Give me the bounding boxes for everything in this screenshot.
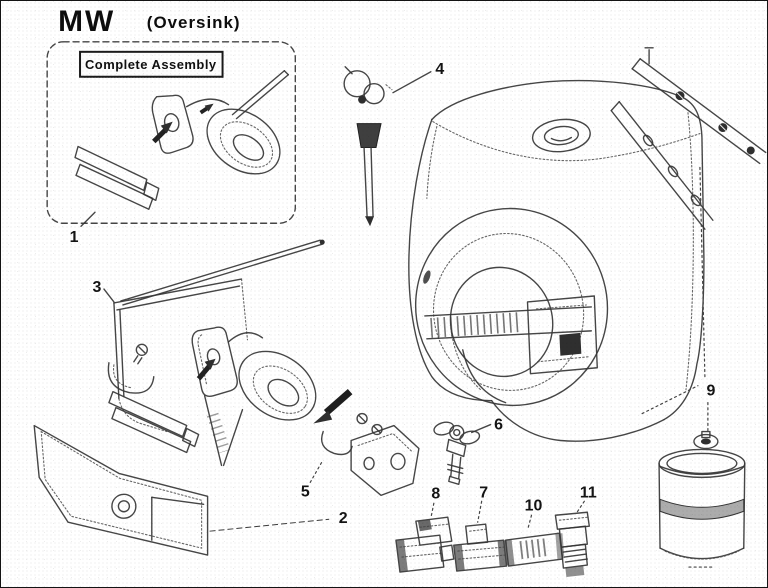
callout-3-leader	[103, 288, 115, 303]
callout-3: 3	[93, 279, 102, 296]
diagram-subtitle: (Oversink)	[147, 13, 241, 32]
callout-1: 1	[70, 229, 79, 246]
callout-8: 8	[431, 485, 440, 502]
callout-7-leader	[477, 500, 483, 523]
callout-4-leader	[392, 71, 432, 94]
callout-10: 10	[525, 497, 543, 514]
callout-4: 4	[435, 61, 444, 78]
wall-bracket-drawing	[610, 47, 767, 230]
callout-5: 5	[301, 483, 310, 500]
fitting-8-drawing: 8	[395, 485, 455, 573]
callout-7: 7	[479, 484, 488, 501]
complete-assembly-label-box	[79, 50, 224, 78]
fitting-7-drawing: 7	[453, 484, 509, 572]
fitting-10-drawing: 10	[504, 497, 565, 567]
canister-drawing: 9	[641, 166, 746, 568]
faucet-assembly-drawing: 3	[93, 239, 325, 467]
callout-1-leader	[80, 211, 96, 227]
callout-2-leader	[209, 518, 330, 532]
diagram-title: MW	[58, 5, 115, 38]
callout-6-leader	[471, 423, 492, 434]
complete-assembly-art	[74, 70, 290, 210]
callout-8-leader	[430, 502, 435, 519]
fitting-11-drawing: 11	[554, 484, 597, 578]
callout-2: 2	[339, 510, 348, 527]
direction-arrow	[323, 389, 353, 416]
callout-5-leader	[309, 460, 323, 483]
cover-panel-drawing: 2	[33, 424, 348, 556]
callout-6: 6	[494, 417, 503, 434]
callout-11: 11	[580, 484, 597, 501]
probe-drawing: 4	[343, 61, 444, 227]
bracket-drawing: 5	[301, 389, 420, 500]
tank-body-drawing	[408, 79, 705, 442]
valve-drawing: 6	[433, 417, 503, 486]
callout-10-leader	[526, 514, 533, 531]
complete-assembly-label: Complete Assembly	[85, 57, 217, 72]
callout-9: 9	[706, 383, 715, 400]
callout-11-leader	[575, 500, 585, 514]
complete-assembly-box: Complete Assembly 1	[46, 41, 297, 246]
callout-9-leader	[699, 166, 706, 378]
